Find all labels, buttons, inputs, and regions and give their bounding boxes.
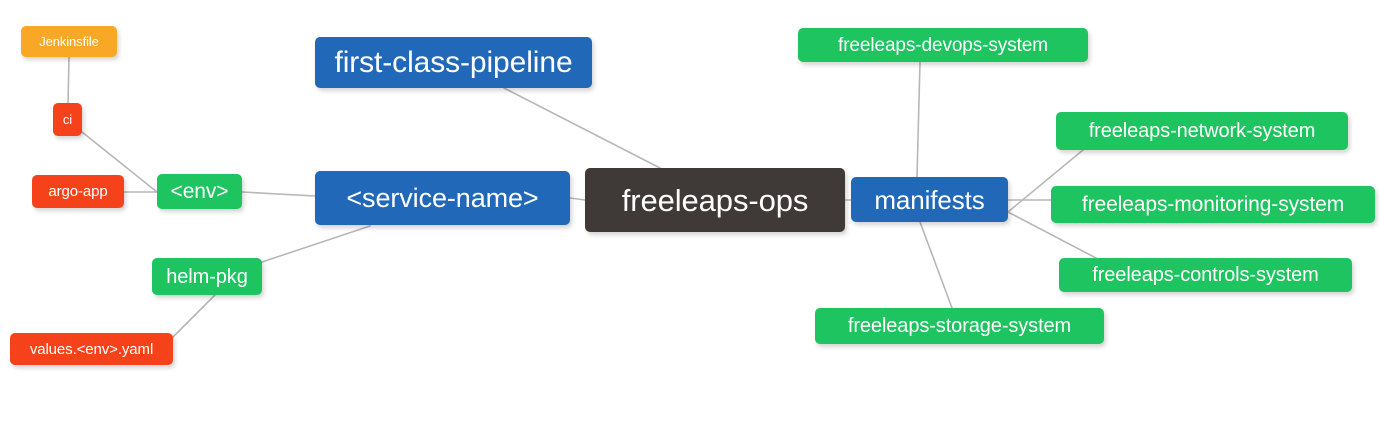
- node-network-system[interactable]: freeleaps-network-system: [1056, 112, 1348, 150]
- edge-manifests-to-devops-system: [916, 61, 921, 178]
- node-storage-system[interactable]: freeleaps-storage-system: [815, 308, 1104, 344]
- node-env[interactable]: <env>: [157, 174, 242, 209]
- node-devops-system[interactable]: freeleaps-devops-system: [798, 28, 1088, 62]
- edge-jenkinsfile-to-ci: [67, 56, 70, 104]
- node-manifests[interactable]: manifests: [851, 177, 1008, 222]
- node-values-yaml[interactable]: values.<env>.yaml: [10, 333, 173, 365]
- node-controls-system[interactable]: freeleaps-controls-system: [1059, 258, 1352, 292]
- edge-env-to-service-name: [241, 191, 316, 197]
- node-service-name[interactable]: <service-name>: [315, 171, 570, 225]
- node-ci[interactable]: ci: [53, 103, 82, 136]
- node-freeleaps-ops[interactable]: freeleaps-ops: [585, 168, 845, 232]
- node-first-class-pipeline[interactable]: first-class-pipeline: [315, 37, 592, 88]
- edge-first-class-pipeline-to-freeleaps-ops: [503, 87, 661, 169]
- edge-helm-pkg-to-service-name: [261, 225, 371, 263]
- edge-manifests-to-storage-system: [919, 221, 953, 309]
- edge-values-yaml-to-helm-pkg: [171, 294, 216, 339]
- node-helm-pkg[interactable]: helm-pkg: [152, 258, 262, 295]
- node-monitoring-system[interactable]: freeleaps-monitoring-system: [1051, 186, 1375, 223]
- edge-service-name-to-freeleaps-ops: [569, 197, 586, 201]
- node-argo-app[interactable]: argo-app: [32, 175, 124, 208]
- node-jenkinsfile[interactable]: Jenkinsfile: [21, 26, 117, 57]
